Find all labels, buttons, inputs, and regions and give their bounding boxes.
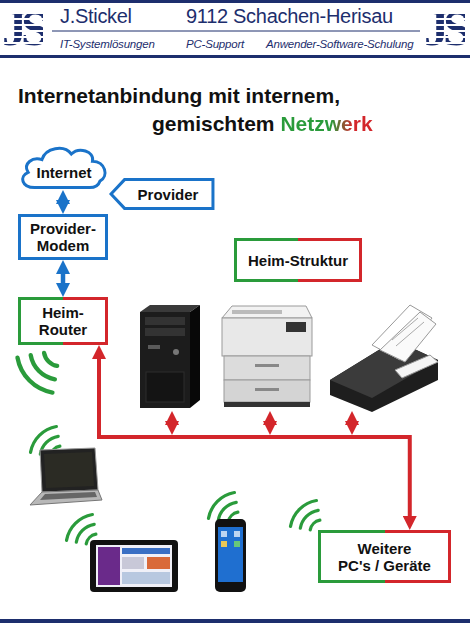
connector-arrow [61,267,66,290]
node-text: Heim- Router [39,304,87,338]
device-arrow [268,419,272,427]
pc-slot [148,345,160,349]
tablet-panel [122,557,144,569]
printer-panel [286,322,306,332]
cloud-node: Internet [18,142,110,190]
pc-side [190,305,200,408]
laptop-keyboard [40,492,97,500]
tablet-panel [98,547,120,585]
text-fragment: Modem [37,237,90,254]
footer-rule [0,619,470,623]
service-label: PC-Support [186,37,244,51]
wifi-symbol [209,493,238,522]
phone-screen [218,527,243,582]
text-fragment: Netzwerk [280,112,372,135]
printer-body [222,318,312,356]
laptop-lid [40,448,98,492]
header-rule [52,31,420,32]
wifi-symbol [291,501,320,530]
phone-illustration [215,519,246,592]
laptop-base [30,490,102,505]
node-text: Internet [36,164,91,181]
text-fragment: gemischtem [152,112,275,135]
device-arrow [350,419,354,427]
callout-shape [111,180,213,209]
text-fragment: mit [208,84,240,107]
pc-front [140,312,190,408]
text-fragment: Router [39,321,87,338]
pc-drive-bay [145,317,185,325]
pc-vent [146,372,184,402]
wifi-symbol [67,515,96,544]
tablet-panel [122,572,170,584]
phone-icon [234,541,240,547]
printer-tray [224,380,310,402]
node-text: Heim-Struktur [248,252,348,269]
text-fragment: internem, [246,84,341,107]
printer-top [222,306,312,318]
node-text: Provider- Modem [30,220,96,254]
printer-tray [224,356,310,380]
connector-arrow [99,352,410,523]
wifi-symbol [17,353,57,393]
tablet-screen [96,545,172,587]
printer-base [224,402,310,407]
pc-drive-bay [145,328,185,336]
service-label: Anwender-Software-Schulung [266,37,413,51]
company-name: J.Stickel [60,4,132,28]
text-fragment: Heim- [42,304,84,321]
pc-top [140,305,200,312]
device-group-box: Weitere PC's / Geräte [318,530,451,583]
pc-tower-illustration [140,305,200,408]
tablet-frame [90,540,178,592]
phone-icon [221,541,227,547]
phone-icon [234,531,240,537]
paper-line [392,318,418,340]
company-logo: JS [424,2,465,54]
tablet-illustration [90,540,178,592]
scanner-output [395,355,438,378]
tablet-panel [122,548,170,554]
text-fragment: / [375,557,379,574]
company-logo: JS [2,2,43,54]
header-rule [0,0,470,3]
printer-output-slot [232,310,282,314]
header-rule [0,55,470,58]
router-box: Heim- Router [18,297,108,345]
callout-box: Heim-Struktur [234,238,362,282]
phone-frame [215,519,246,592]
node-text: Weitere PC's / Geräte [338,540,431,574]
callout-label-box: Provider [110,178,214,210]
text-fragment: Geräte [383,557,431,574]
scanner-paper [380,312,436,362]
company-address: 9112 Schachen-Herisau [186,4,393,28]
diagram-title: Internetanbindung mit internem, gemischt… [18,82,458,138]
connector-arrow [61,197,66,207]
scanner-illustration [330,305,438,412]
cloud-shape [23,148,105,187]
process-box: Provider- Modem [18,214,108,260]
printer-handle [255,388,279,391]
printer-handle [255,364,279,367]
text-fragment: Weitere [358,540,412,557]
tablet-panel [147,557,170,569]
text-fragment: Internetanbindung [18,84,202,107]
device-arrow [170,419,174,427]
paper-line [396,322,424,346]
text-fragment: Provider- [30,220,96,237]
printer-illustration [222,306,312,407]
service-label: IT-Systemlösungen [60,37,155,51]
laptop-screen [44,452,94,488]
phone-icon [221,531,227,537]
text-fragment: PC's [338,557,371,574]
pc-button [173,349,179,355]
node-text: Provider [138,186,199,203]
laptop-illustration [30,448,102,505]
